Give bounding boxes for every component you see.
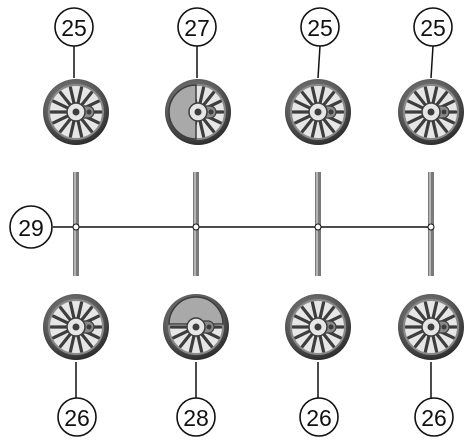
callout-axle: 29	[9, 205, 53, 249]
callout-label: 28	[183, 405, 209, 431]
top-wheel-row	[43, 79, 464, 145]
leader-lines	[73, 45, 434, 398]
callout-label: 25	[307, 15, 333, 41]
callout-label: 26	[306, 405, 332, 431]
axle-side-4	[427, 172, 435, 276]
axle-side-3	[314, 172, 322, 276]
wheel-bottom-1	[43, 294, 109, 360]
axle-assembly	[53, 172, 435, 276]
wheel-top-2	[165, 79, 231, 145]
callout-label: 29	[18, 215, 44, 241]
leader-line-top-3	[317, 45, 321, 79]
wheel-top-4	[398, 79, 464, 145]
wheel-top-1	[43, 79, 109, 145]
top-callouts: 25 27 25 25	[54, 7, 453, 47]
bottom-wheel-row	[43, 294, 464, 360]
callout-label: 25	[420, 15, 446, 41]
axle-side-2	[192, 172, 200, 276]
wheel-top-3	[285, 79, 351, 145]
callout-top-2: 27	[177, 7, 217, 47]
wheel-bottom-4	[398, 294, 464, 360]
callout-label: 26	[64, 405, 90, 431]
callout-label: 25	[61, 15, 87, 41]
callout-bottom-3: 26	[299, 397, 339, 437]
callout-bottom-1: 26	[57, 397, 97, 437]
callout-top-3: 25	[300, 7, 340, 47]
bottom-callouts: 26 28 26 26	[57, 397, 454, 437]
wheel-bottom-2	[163, 294, 229, 360]
wheel-bottom-3	[285, 294, 351, 360]
callout-label: 26	[421, 405, 447, 431]
callout-bottom-4: 26	[414, 397, 454, 437]
axle-side-1	[72, 172, 80, 276]
callout-bottom-2: 28	[176, 397, 216, 437]
leader-line-top-4	[430, 45, 434, 79]
callout-label: 27	[184, 15, 210, 41]
callout-top-4: 25	[413, 7, 453, 47]
callout-top-1: 25	[54, 7, 94, 47]
